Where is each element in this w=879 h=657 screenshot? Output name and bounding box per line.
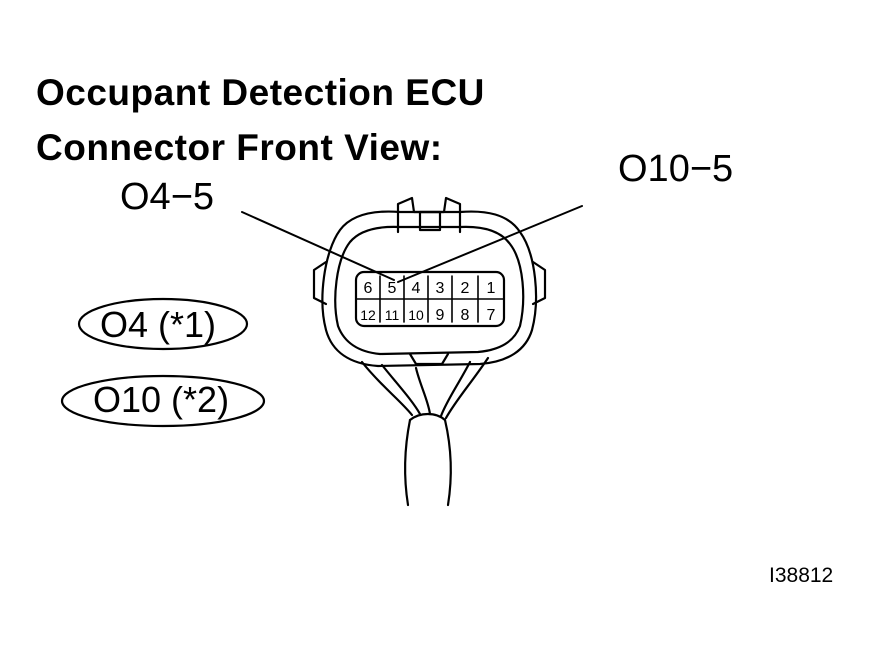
figure-id: I38812 [769,564,834,587]
pin-6: 6 [364,280,373,297]
oval-o4 [77,297,249,351]
oval-o10 [60,374,266,428]
pin-2: 2 [461,280,470,297]
cable [404,418,452,507]
wires [360,356,490,420]
oval-label-o10: O10 (*2) [93,379,230,420]
pin-3: 3 [436,280,445,297]
pin-12: 12 [360,307,376,323]
pin-10: 10 [408,307,424,323]
title-line-1: Occupant Detection ECU [36,72,485,113]
leader-o4-5 [241,211,395,281]
pin-9: 9 [436,307,445,324]
title-line-2: Connector Front View: [36,127,443,168]
pin-5: 5 [388,280,397,297]
pin-4: 4 [412,280,421,297]
leader-o10-5 [397,205,583,283]
callout-o10-5: O10−5 [618,148,734,190]
callout-o4-5: O4−5 [120,176,215,218]
pin-8: 8 [461,307,470,324]
pin-7: 7 [487,307,496,324]
pin-11: 11 [385,307,400,323]
pin-1: 1 [487,280,496,297]
oval-label-o4: O4 (*1) [100,304,217,345]
